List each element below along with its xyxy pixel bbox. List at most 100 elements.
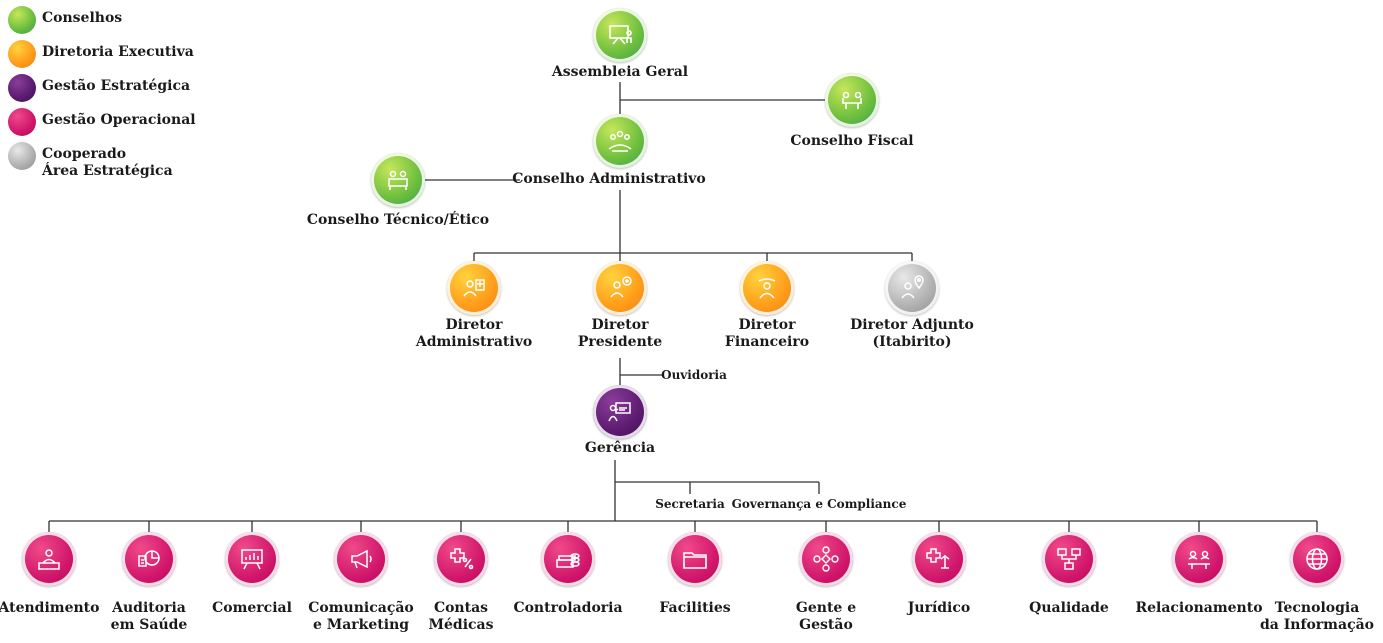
- meeting-icon: [1188, 550, 1210, 569]
- flowchart-icon: [1057, 548, 1081, 570]
- dept-relacionamento-node[interactable]: [1172, 532, 1226, 586]
- assembleia-node[interactable]: [593, 8, 647, 62]
- board-presentation-icon: [609, 25, 632, 45]
- conselho-fiscal-label: Conselho Fiscal: [790, 133, 914, 149]
- dept-qualidade-node[interactable]: [1042, 532, 1096, 586]
- diretor-financeiro-node[interactable]: [740, 261, 794, 315]
- dept-juridico-label: Jurídico: [908, 600, 970, 617]
- folder-icon: [683, 552, 707, 569]
- legend-label: Gestão Estratégica: [42, 78, 191, 94]
- dept-gente-gestao-node[interactable]: [799, 532, 853, 586]
- conselho-administrativo-node[interactable]: [593, 114, 647, 168]
- label-line1: Facilities: [659, 600, 731, 616]
- governanca-label: Governança e Compliance: [731, 497, 907, 511]
- diretor-presidente-node[interactable]: [593, 261, 647, 315]
- dept-tecnologia-label: Tecnologia da Informação: [1260, 600, 1374, 634]
- meeting-table-icon: [842, 91, 862, 109]
- legend-item-cooperado: Cooperado Área Estratégica: [8, 142, 173, 180]
- legend-label: Gestão Operacional: [42, 112, 196, 128]
- dept-gente-gestao-label: Gente e Gestão: [796, 600, 856, 634]
- pink-dot-icon: [8, 108, 36, 136]
- purple-dot-icon: [8, 74, 36, 102]
- label-line2: (Itabirito): [872, 334, 952, 350]
- conselho-tecnico-label: Conselho Técnico/Ético: [306, 212, 490, 228]
- label-line2: da Informação: [1259, 617, 1375, 633]
- medical-bills-icon: [450, 548, 474, 570]
- label-line1: Qualidade: [1029, 600, 1109, 616]
- label-line2: Presidente: [577, 334, 663, 350]
- conselho-tecnico-node[interactable]: [371, 153, 425, 207]
- label-line2: Financeiro: [724, 334, 810, 350]
- label-line2: Gestão: [799, 617, 853, 633]
- dept-relacionamento-label: Relacionamento: [1135, 600, 1262, 617]
- money-stack-icon: [556, 553, 580, 568]
- presentation-board-icon: [241, 549, 263, 570]
- diretor-administrativo-label: Diretor Administrativo: [416, 317, 532, 351]
- orange-dot-icon: [8, 40, 36, 68]
- gerencia-label: Gerência: [584, 440, 656, 456]
- label-line2: e Marketing: [312, 617, 410, 633]
- dept-facilities-label: Facilities: [659, 600, 730, 617]
- dept-auditoria-label: Auditoria em Saúde: [111, 600, 188, 634]
- label-line1: Diretor: [591, 317, 649, 333]
- label-line1: Auditoria: [112, 600, 186, 616]
- people-network-icon: [813, 546, 839, 572]
- label-line1: Gente e: [795, 600, 857, 616]
- legend-label-line2: Área Estratégica: [42, 163, 173, 179]
- dept-auditoria-node[interactable]: [122, 532, 176, 586]
- legend-item-gestao-operacional: Gestão Operacional: [8, 108, 196, 136]
- label-line1: Comercial: [212, 600, 292, 616]
- label-line1: Comunicação: [308, 600, 414, 616]
- dept-atendimento-label: Atendimento: [0, 600, 99, 617]
- ouvidoria-label: Ouvidoria: [661, 368, 727, 382]
- dept-controladoria-label: Controladoria: [513, 600, 622, 617]
- label-line1: Jurídico: [907, 600, 971, 616]
- finance-person-icon: [758, 278, 776, 299]
- legend-item-conselhos: Conselhos: [8, 6, 122, 34]
- diretor-administrativo-node[interactable]: [447, 261, 501, 315]
- dept-comunicacao-node[interactable]: [334, 532, 388, 586]
- label-line2: Administrativo: [415, 334, 533, 350]
- label-line1: Diretor: [445, 317, 503, 333]
- label-line1: Tecnologia: [1274, 600, 1360, 616]
- gray-dot-icon: [8, 142, 36, 170]
- conselho-fiscal-node[interactable]: [825, 73, 879, 127]
- gerencia-node[interactable]: [593, 385, 647, 439]
- scales-cross-icon: [926, 548, 950, 569]
- dept-atendimento-node[interactable]: [22, 532, 76, 586]
- diretor-financeiro-label: Diretor Financeiro: [725, 317, 809, 351]
- megaphone-icon: [351, 549, 372, 569]
- diretor-presidente-label: Diretor Presidente: [578, 317, 662, 351]
- legend-item-diretoria: Diretoria Executiva: [8, 40, 194, 68]
- globe-icon: [1306, 548, 1328, 570]
- legend-label: Cooperado Área Estratégica: [42, 142, 173, 180]
- legend-label: Diretoria Executiva: [42, 44, 194, 60]
- dept-comercial-node[interactable]: [225, 532, 279, 586]
- dept-facilities-node[interactable]: [668, 532, 722, 586]
- label-line1: Diretor: [738, 317, 796, 333]
- legend-label-line1: Cooperado: [42, 146, 127, 162]
- dept-contas-node[interactable]: [434, 532, 488, 586]
- dept-comercial-label: Comercial: [212, 600, 292, 617]
- legend-item-gestao-estrategica: Gestão Estratégica: [8, 74, 190, 102]
- location-person-icon: [901, 275, 924, 299]
- conselho-administrativo-label: Conselho Administrativo: [512, 171, 706, 187]
- diretor-adjunto-node[interactable]: [885, 261, 939, 315]
- manager-presentation-icon: [608, 402, 631, 422]
- label-line1: Controladoria: [513, 600, 623, 616]
- reception-icon: [38, 549, 60, 570]
- dept-qualidade-label: Qualidade: [1029, 600, 1109, 617]
- label-line2: em Saúde: [110, 617, 188, 633]
- green-dot-icon: [8, 6, 36, 34]
- dept-tecnologia-node[interactable]: [1290, 532, 1344, 586]
- secretaria-label: Secretaria: [655, 497, 725, 511]
- dept-controladoria-node[interactable]: [541, 532, 595, 586]
- label-line2: Médicas: [428, 617, 494, 633]
- dept-juridico-node[interactable]: [912, 532, 966, 586]
- label-line1: Relacionamento: [1135, 600, 1263, 616]
- dept-comunicacao-label: Comunicação e Marketing: [308, 600, 414, 634]
- diretor-adjunto-label: Diretor Adjunto (Itabirito): [850, 317, 974, 351]
- group-people-icon: [608, 130, 632, 152]
